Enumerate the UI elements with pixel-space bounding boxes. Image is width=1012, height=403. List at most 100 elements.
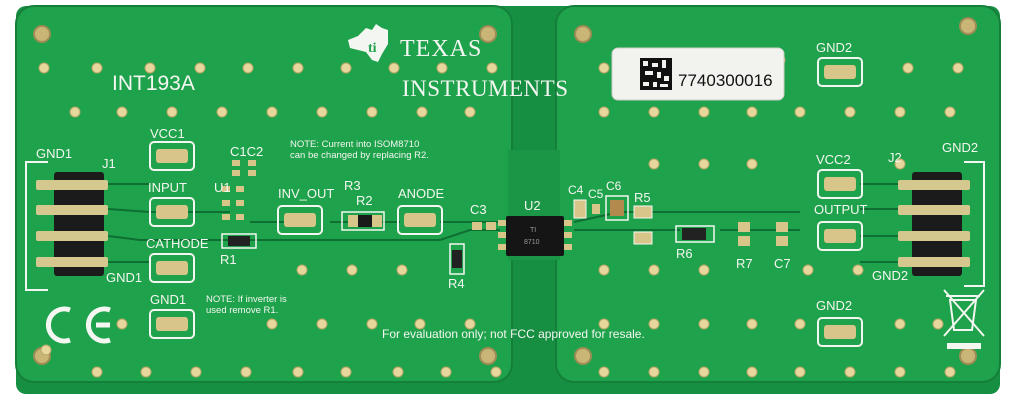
label-gnd2-right: GND2: [942, 140, 978, 155]
via: [266, 318, 278, 330]
label-inv-out: INV_OUT: [278, 186, 334, 201]
via: [486, 62, 498, 74]
via: [598, 106, 610, 118]
svg-text:ti: ti: [368, 41, 377, 56]
c3-capacitor: [472, 222, 496, 230]
via: [116, 318, 128, 330]
via: [844, 106, 856, 118]
label-c6: C6: [606, 179, 622, 193]
via: [190, 366, 202, 378]
via: [648, 366, 660, 378]
via: [392, 366, 404, 378]
via: [416, 106, 428, 118]
test-point-gnd2-bottom: [817, 317, 863, 347]
via: [902, 62, 914, 74]
test-point-inv-out: [277, 205, 323, 235]
via: [746, 158, 758, 170]
via: [746, 106, 758, 118]
via: [852, 264, 864, 276]
note-inverter-2: used remove R1.: [206, 305, 278, 316]
via: [366, 106, 378, 118]
via: [464, 318, 476, 330]
via: [266, 106, 278, 118]
via: [346, 264, 358, 276]
label-r5: R5: [634, 190, 651, 205]
label-gnd1-bottom: GND1: [106, 270, 142, 285]
via: [932, 318, 944, 330]
label-c3: C3: [470, 202, 487, 217]
label-vcc2: VCC2: [816, 152, 851, 167]
via: [944, 366, 956, 378]
note-current-2: can be changed by replacing R2.: [290, 150, 429, 161]
label-anode: ANODE: [398, 186, 445, 201]
via: [91, 366, 103, 378]
via: [292, 62, 304, 74]
via: [944, 106, 956, 118]
label-gnd2-bottom: GND2: [816, 298, 852, 313]
via: [194, 62, 206, 74]
label-u1: U1: [214, 180, 231, 195]
header-j2: [898, 172, 970, 276]
via: [292, 366, 304, 378]
note-inverter-1: NOTE: If inverter is: [206, 294, 287, 305]
label-gnd1: GND1: [150, 292, 186, 307]
label-c4: C4: [568, 183, 584, 197]
via: [440, 366, 452, 378]
via: [140, 366, 152, 378]
label-gnd1-left: GND1: [36, 146, 72, 161]
via: [794, 318, 806, 330]
via: [464, 106, 476, 118]
via: [340, 62, 352, 74]
r7-pads: [738, 222, 750, 246]
serial-label: 7740300016: [678, 71, 773, 90]
via: [436, 62, 448, 74]
test-point-input: [149, 197, 195, 227]
note-evaluation: For evaluation only; not FCC approved fo…: [382, 327, 645, 341]
via: [38, 62, 50, 74]
via: [894, 106, 906, 118]
weee-crossed-bin-icon: [943, 289, 985, 349]
label-vcc1: VCC1: [150, 126, 185, 141]
label-gnd2-lower-right: GND2: [872, 268, 908, 283]
via: [698, 106, 710, 118]
via: [40, 344, 52, 356]
stitching-vias: [38, 54, 964, 378]
via: [242, 62, 254, 74]
via: [794, 106, 806, 118]
via: [894, 318, 906, 330]
test-point-output: [817, 221, 863, 251]
via: [844, 366, 856, 378]
via: [952, 62, 964, 74]
serial-label-sticker: 7740300016: [611, 47, 785, 101]
ti-logo: ti: [348, 24, 388, 62]
j2-outline: [964, 161, 985, 287]
label-output: OUTPUT: [814, 202, 868, 217]
header-j1: [36, 172, 108, 276]
label-r1: R1: [220, 252, 237, 267]
via: [698, 158, 710, 170]
r4-resistor: [449, 243, 465, 275]
label-gnd2-top: GND2: [816, 40, 852, 55]
brand-instruments: INSTRUMENTS: [402, 76, 569, 101]
r1-resistor: [221, 233, 257, 249]
label-c5: C5: [588, 187, 604, 201]
label-j2: J2: [888, 150, 902, 165]
label-r7: R7: [736, 256, 753, 271]
via: [894, 366, 906, 378]
via: [648, 106, 660, 118]
c7-pads: [776, 222, 788, 246]
via: [698, 318, 710, 330]
u2-marking-1: TI: [530, 227, 536, 234]
test-point-cathode: [149, 253, 195, 283]
via: [216, 106, 228, 118]
r5-resistor: [633, 205, 653, 245]
u2-marking-2: 8710: [524, 239, 540, 246]
via: [69, 106, 81, 118]
test-point-vcc1: [149, 141, 195, 171]
label-c7: C7: [774, 256, 791, 271]
via: [296, 264, 308, 276]
via: [648, 264, 660, 276]
via: [794, 366, 806, 378]
via: [802, 264, 814, 276]
